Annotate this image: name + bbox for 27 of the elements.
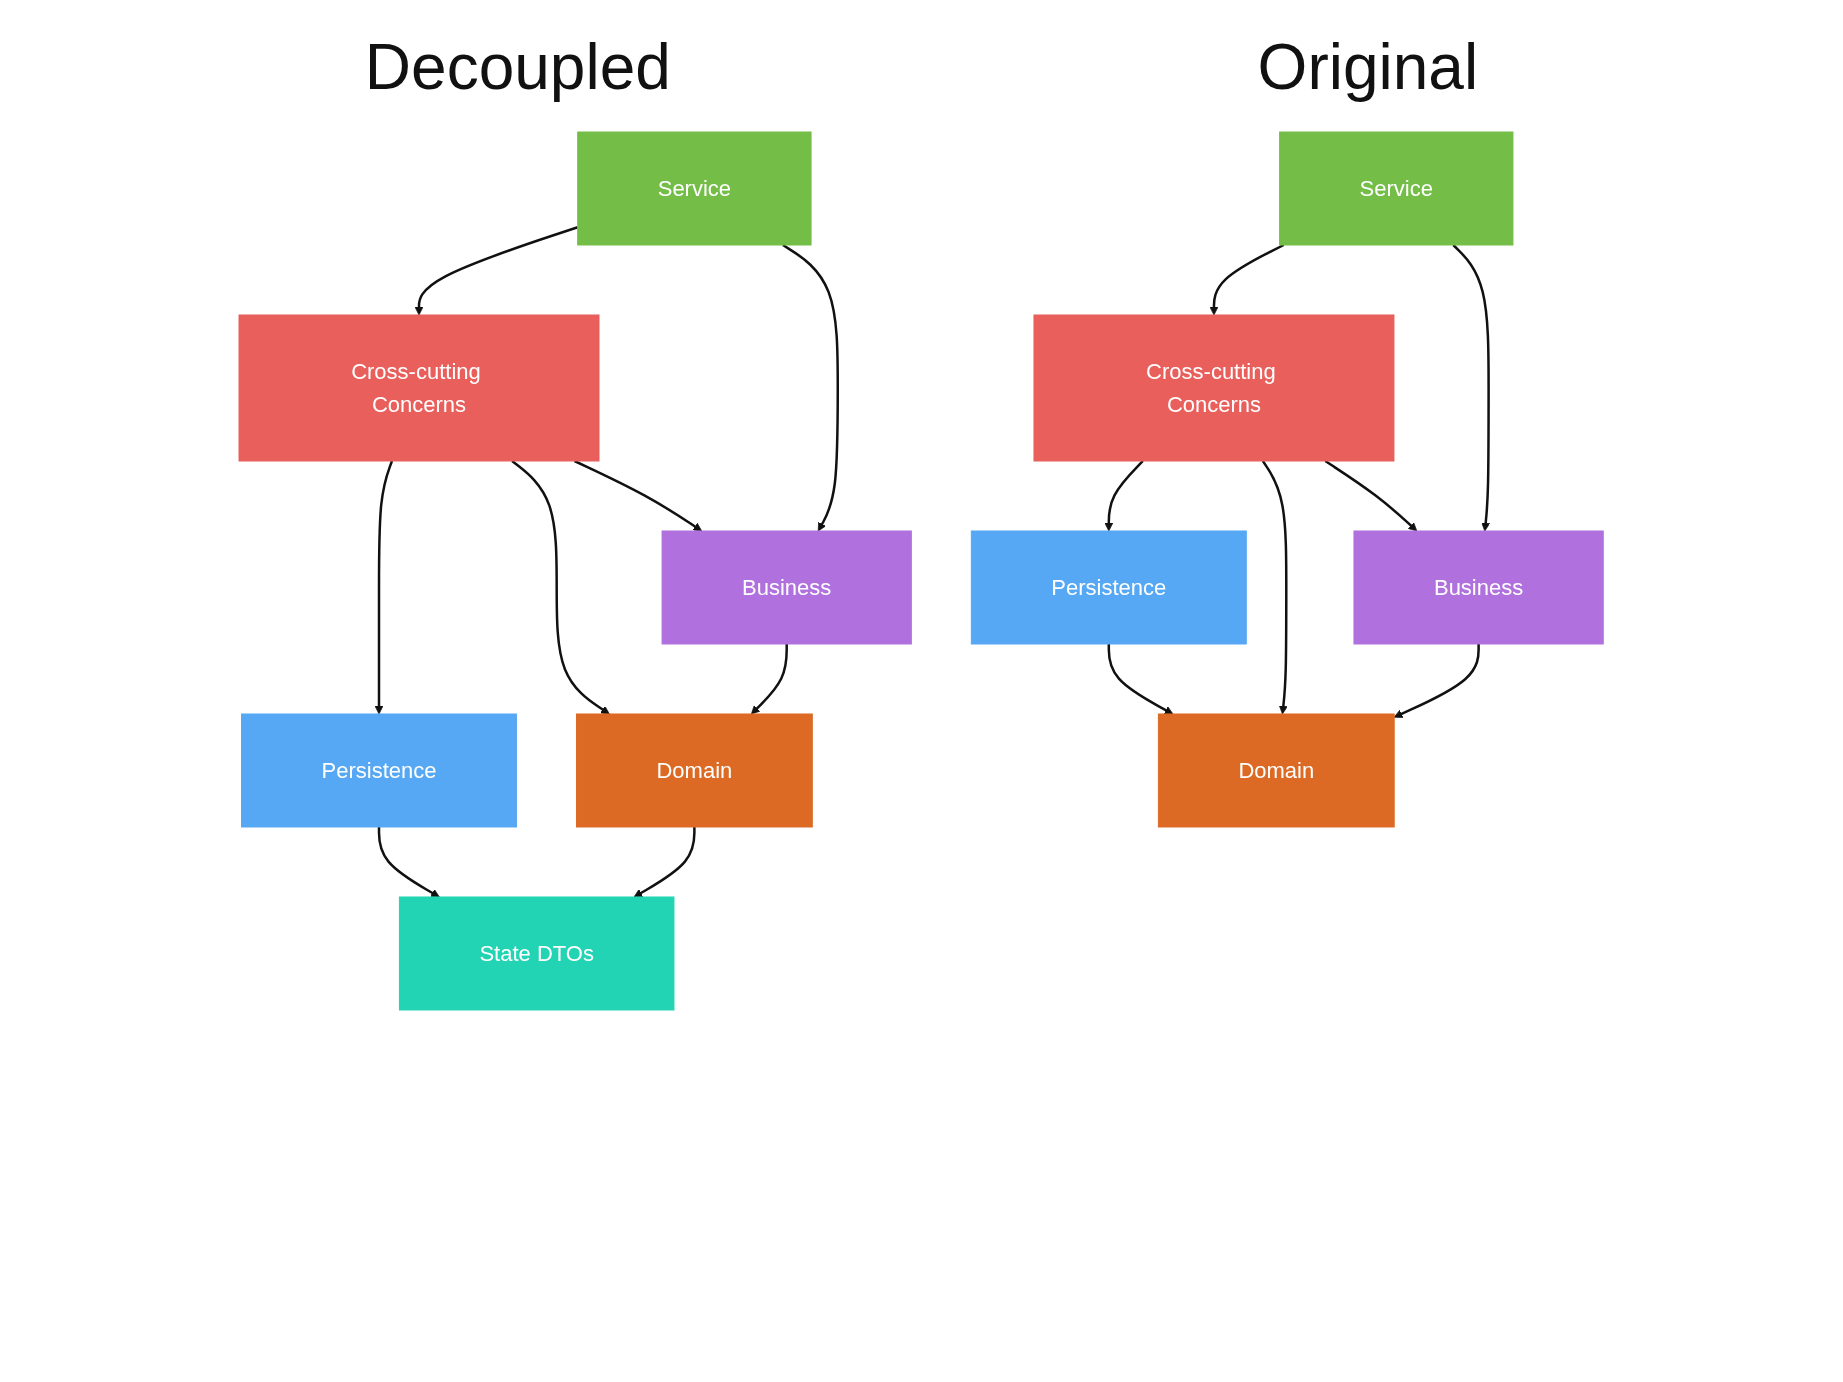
node-box: Service (1279, 131, 1514, 246)
node-box: Domain (576, 713, 814, 828)
node-box: Cross-cutting Concerns (1033, 314, 1395, 462)
node-box: Persistence (971, 530, 1248, 645)
arrow (1104, 460, 1145, 532)
node-box: Service (577, 131, 812, 246)
node-box: Business (1353, 530, 1605, 645)
arrow (511, 460, 611, 715)
arrow (1262, 460, 1289, 715)
arrow (378, 827, 441, 898)
arrow (574, 459, 703, 532)
arrow (1209, 243, 1285, 316)
arrow (1324, 459, 1418, 532)
panel-heading: Original (1257, 30, 1479, 104)
node-box: State DTOs (399, 896, 675, 1011)
arrow (634, 827, 696, 898)
node-box: Persistence (241, 713, 518, 828)
arrow (415, 226, 579, 316)
panel-heading: Decoupled (364, 30, 671, 104)
node-box: Cross-cutting Concerns (238, 314, 600, 462)
node-box: Domain (1158, 713, 1396, 828)
arrow (375, 460, 394, 715)
arrow (1452, 244, 1491, 532)
arrow (1107, 644, 1174, 715)
arrow (751, 644, 789, 715)
arrow (1394, 644, 1481, 718)
node-box: Business (661, 530, 913, 645)
